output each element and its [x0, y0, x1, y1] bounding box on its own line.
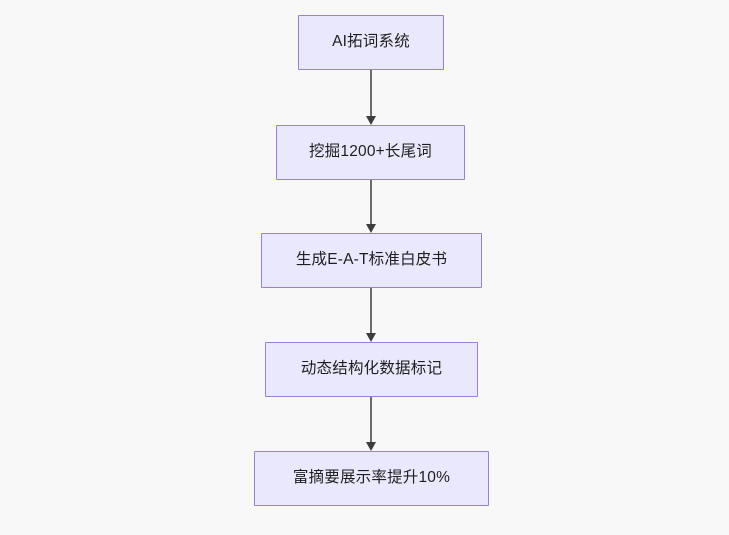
- flow-node-mine-longtail-keywords[interactable]: 挖掘1200+长尾词: [276, 125, 465, 180]
- flow-node-ai-keyword-system[interactable]: AI拓词系统: [298, 15, 444, 70]
- flow-node-label: 富摘要展示率提升10%: [292, 469, 451, 487]
- arrowhead-node3: [365, 224, 376, 233]
- flow-node-dynamic-structured-data-markup[interactable]: 动态结构化数据标记: [265, 342, 478, 397]
- arrowhead-node2: [365, 116, 376, 125]
- arrowhead-node4: [365, 333, 376, 342]
- flow-node-label: 挖掘1200+长尾词: [308, 143, 433, 161]
- flow-node-rich-snippet-impression-lift[interactable]: 富摘要展示率提升10%: [254, 451, 489, 506]
- connector-node4-node5: [370, 397, 372, 442]
- arrowhead-node5: [365, 442, 376, 451]
- connector-node1-node2: [370, 70, 372, 116]
- connector-node3-node4: [370, 288, 372, 333]
- connector-node2-node3: [370, 180, 372, 224]
- flow-node-generate-eat-whitepaper[interactable]: 生成E-A-T标准白皮书: [261, 233, 482, 288]
- flow-node-label: 动态结构化数据标记: [300, 360, 443, 378]
- flow-node-label: AI拓词系统: [332, 33, 410, 51]
- flow-node-label: 生成E-A-T标准白皮书: [295, 251, 448, 269]
